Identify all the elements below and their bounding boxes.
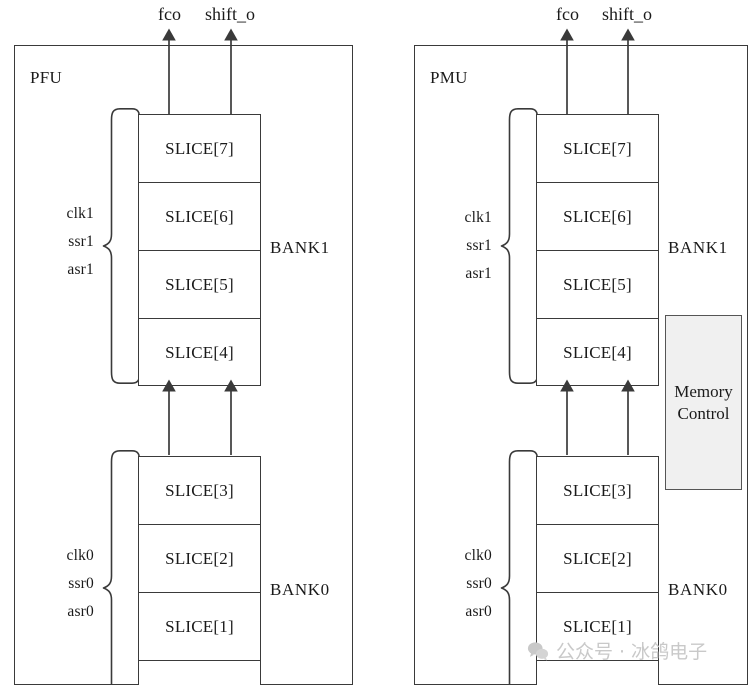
slice-cell: SLICE[4] (165, 342, 234, 362)
slice-cell: SLICE[0] (139, 661, 260, 685)
signal-label: clk0 (66, 547, 94, 564)
port-label-fco-left: fco (158, 4, 181, 24)
signal-brace-pmu-bank1 (500, 108, 538, 384)
port-label-fco-right: fco (556, 4, 579, 24)
bank-name-pmu-bank1: BANK1 (668, 238, 728, 257)
slice-cell: SLICE[6] (537, 183, 658, 251)
bank-name-pfu-bank1: BANK1 (270, 238, 330, 257)
memory-control-line-2: Control (677, 403, 730, 423)
slice-cell: SLICE[7] (537, 115, 658, 183)
memory-control-block: Memory Control (665, 315, 742, 490)
signal-label: asr1 (465, 265, 492, 282)
signal-label: asr1 (67, 261, 94, 278)
bank-name-pfu-bank0: BANK0 (270, 580, 330, 599)
bank-stack-pfu-bank0: SLICE[3] SLICE[2] SLICE[1] SLICE[0] (138, 456, 261, 685)
signal-label: ssr0 (68, 575, 94, 592)
signal-brace-pmu-bank0 (500, 450, 538, 685)
bank-stack-pmu-bank0: SLICE[3] SLICE[2] SLICE[1] SLICE[0] (536, 456, 659, 685)
slice-cell: SLICE[3] (139, 457, 260, 525)
slice-cell: SLICE[5] (139, 251, 260, 319)
bank-stack-pmu-bank1: SLICE[7] SLICE[6] SLICE[5] SLICE[4] (536, 114, 659, 386)
signal-label: ssr0 (466, 575, 492, 592)
signal-label: clk1 (66, 205, 94, 222)
signal-label: ssr1 (68, 233, 94, 250)
slice-cell: SLICE[5] (537, 251, 658, 319)
output-arrows-pfu (162, 28, 238, 114)
signal-label: asr0 (67, 603, 94, 620)
slice-cell: SLICE[6] (139, 183, 260, 251)
unit-label-pfu: PFU (30, 68, 63, 87)
signal-brace-pfu-bank1 (102, 108, 140, 384)
port-label-shift-o-left: shift_o (205, 4, 256, 24)
interbank-arrows-pmu (560, 379, 635, 455)
interbank-arrows-pfu (162, 379, 238, 455)
signal-brace-pfu-bank0 (102, 450, 140, 685)
slice-cell: SLICE[7] (139, 115, 260, 183)
port-label-shift-o-right: shift_o (602, 4, 653, 24)
signal-label: asr0 (465, 603, 492, 620)
unit-label-pmu: PMU (430, 68, 468, 87)
slice-cell: SLICE[1] (537, 593, 658, 661)
signal-label: clk0 (464, 547, 492, 564)
bank-name-pmu-bank0: BANK0 (668, 580, 728, 599)
slice-cell: SLICE[1] (139, 593, 260, 661)
memory-control-line-1: Memory (674, 381, 733, 401)
slice-cell: SLICE[2] (139, 525, 260, 593)
output-arrows-pmu (560, 28, 635, 114)
slice-cell: SLICE[2] (537, 525, 658, 593)
slice-cell: SLICE[3] (537, 457, 658, 525)
signal-label: ssr1 (466, 237, 492, 254)
signal-label: clk1 (464, 209, 492, 226)
bank-stack-pfu-bank1: SLICE[7] SLICE[6] SLICE[5] SLICE[4] (138, 114, 261, 386)
slice-cell: SLICE[4] (563, 342, 632, 362)
slice-cell: SLICE[0] (537, 661, 658, 685)
